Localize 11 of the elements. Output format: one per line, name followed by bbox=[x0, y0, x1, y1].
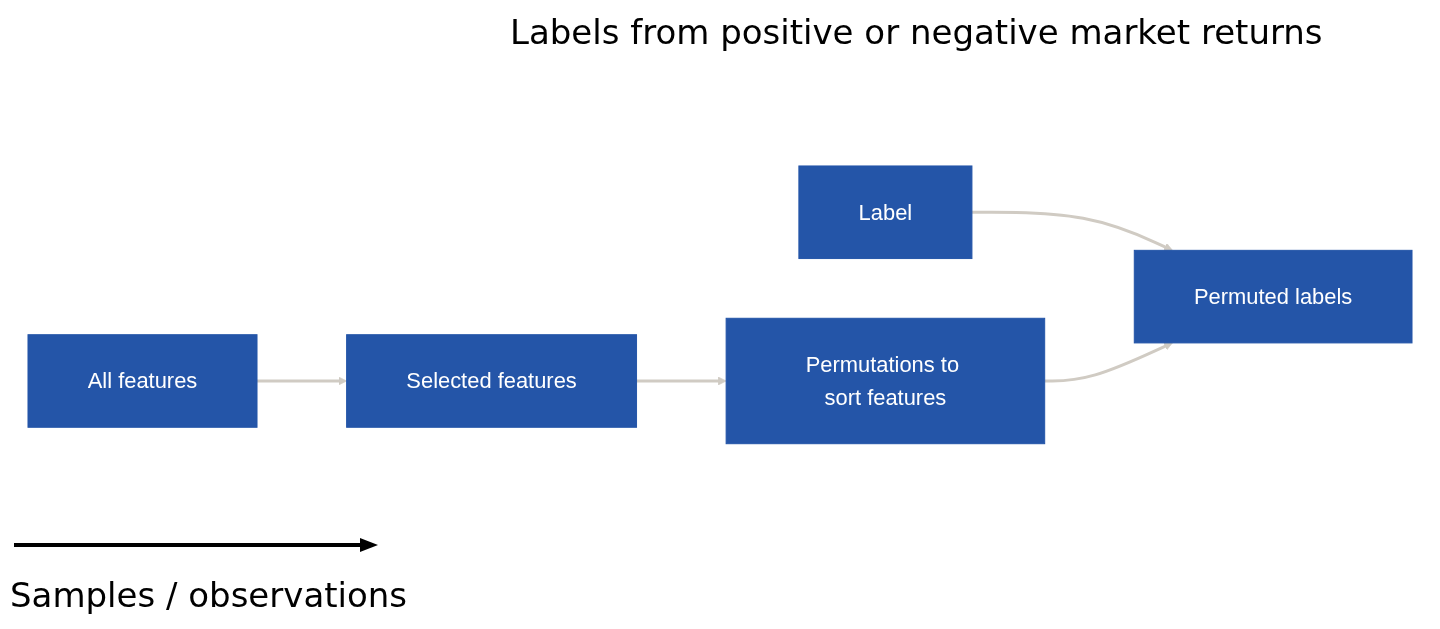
arrow bbox=[636, 376, 727, 386]
arrow bbox=[257, 376, 347, 386]
node-box: Permuted labels bbox=[1133, 250, 1413, 344]
node-box: Selected features bbox=[346, 334, 638, 428]
node-box: All features bbox=[27, 334, 258, 428]
arrow bbox=[1044, 342, 1173, 383]
node-box: Permutations to sort features bbox=[725, 317, 1046, 445]
axis-label: Samples / observations bbox=[10, 575, 408, 615]
arrow bbox=[971, 210, 1173, 252]
node-box: Label bbox=[798, 165, 973, 260]
note-text: Labels from positive or negative market returns bbox=[510, 12, 1323, 52]
